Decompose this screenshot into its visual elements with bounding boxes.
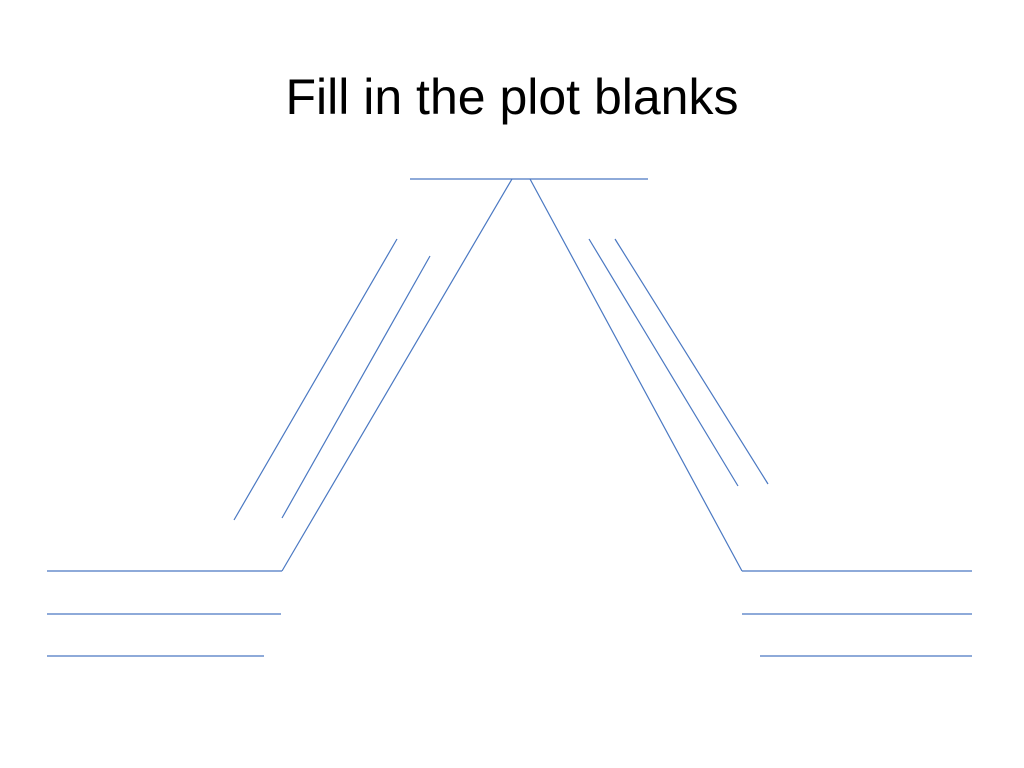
rising-action-line xyxy=(281,178,513,572)
falling-action-blank-line-1 xyxy=(588,238,739,487)
falling-action-blanks xyxy=(588,238,769,487)
rising-action-blanks xyxy=(233,238,431,521)
falling-action-line xyxy=(529,178,743,572)
exposition-blanks xyxy=(47,613,281,657)
rising-action-blank-line-2 xyxy=(281,255,431,519)
plot-mountain-outline xyxy=(47,178,972,572)
resolution-blanks xyxy=(742,613,972,657)
slide-title: Fill in the plot blanks xyxy=(285,69,739,125)
rising-action-blank-line-1 xyxy=(233,238,398,521)
falling-action-blank-line-2 xyxy=(614,238,769,485)
